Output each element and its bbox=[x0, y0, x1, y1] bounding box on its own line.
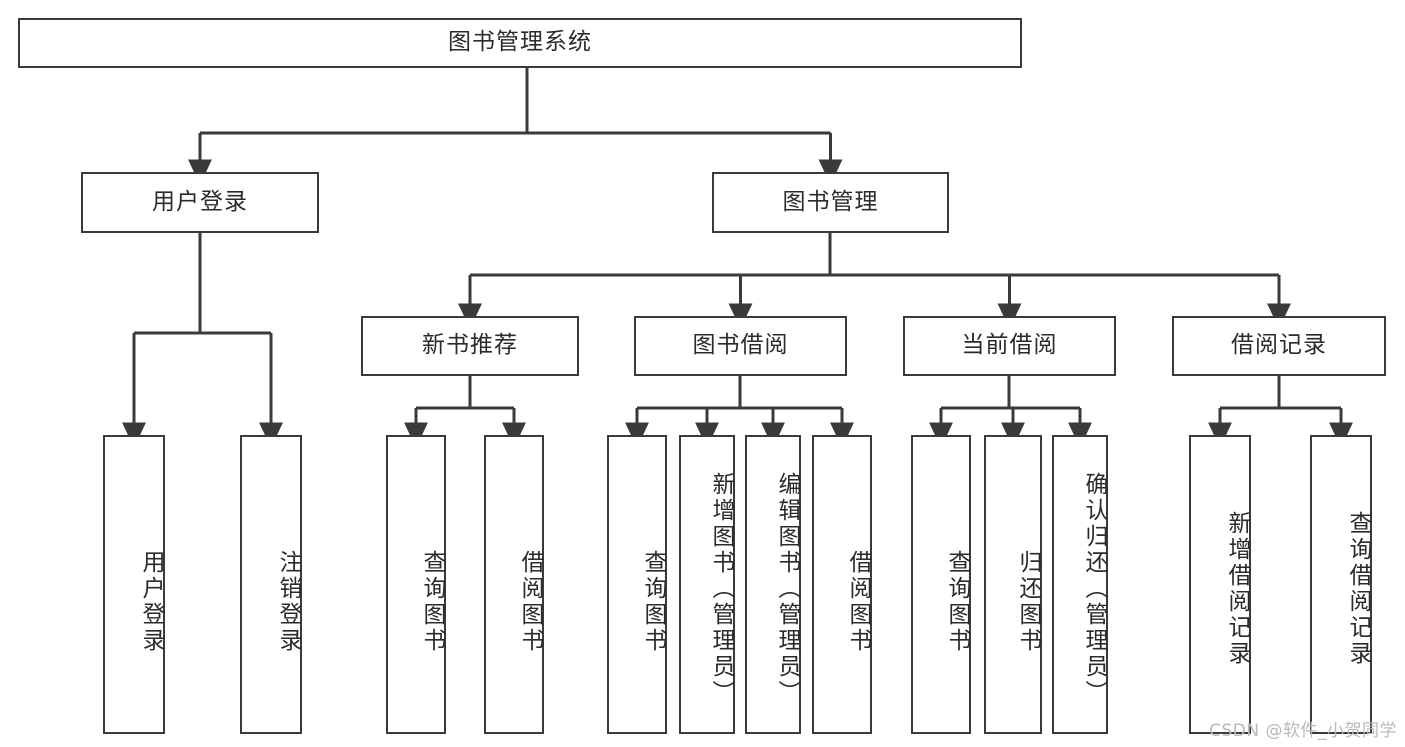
node-label: 借阅图书 bbox=[517, 549, 543, 654]
node-label: 图书管理系统 bbox=[448, 29, 592, 56]
node-label: 查询图书 bbox=[640, 549, 666, 654]
node-label: 查询图书 bbox=[419, 549, 445, 654]
node-label: 查询借阅记录 bbox=[1345, 510, 1371, 667]
node-label: 查询图书 bbox=[944, 549, 970, 654]
node-l12[interactable]: 新增借阅记录 bbox=[1189, 435, 1251, 734]
node-root[interactable]: 图书管理系统 bbox=[18, 18, 1022, 68]
node-label: 当前借阅 bbox=[961, 332, 1058, 359]
node-label: 新书推荐 bbox=[422, 332, 518, 359]
node-l8[interactable]: 借阅图书 bbox=[812, 435, 872, 734]
node-l3[interactable]: 查询图书 bbox=[386, 435, 446, 734]
node-record[interactable]: 借阅记录 bbox=[1172, 316, 1386, 376]
node-borrow[interactable]: 图书借阅 bbox=[634, 316, 847, 376]
node-label: 确认归还（管理员） bbox=[1081, 471, 1107, 706]
node-l6[interactable]: 新增图书（管理员） bbox=[679, 435, 735, 734]
node-l10[interactable]: 归还图书 bbox=[984, 435, 1042, 734]
node-l9[interactable]: 查询图书 bbox=[911, 435, 971, 734]
node-newbook[interactable]: 新书推荐 bbox=[361, 316, 579, 376]
node-label: 图书管理 bbox=[782, 188, 879, 215]
node-label: 图书借阅 bbox=[692, 332, 789, 359]
node-label: 用户登录 bbox=[152, 188, 248, 215]
node-l13[interactable]: 查询借阅记录 bbox=[1310, 435, 1372, 734]
node-l2[interactable]: 注销登录 bbox=[240, 435, 302, 734]
node-l4[interactable]: 借阅图书 bbox=[484, 435, 544, 734]
node-l11[interactable]: 确认归还（管理员） bbox=[1052, 435, 1108, 734]
node-l5[interactable]: 查询图书 bbox=[607, 435, 667, 734]
node-label: 归还图书 bbox=[1015, 549, 1041, 654]
node-current[interactable]: 当前借阅 bbox=[903, 316, 1116, 376]
node-label: 借阅记录 bbox=[1231, 332, 1327, 359]
watermark: CSDN @软件_小贺同学 bbox=[1209, 721, 1397, 741]
node-label: 注销登录 bbox=[275, 549, 301, 654]
node-label: 借阅图书 bbox=[845, 549, 871, 654]
node-l7[interactable]: 编辑图书（管理员） bbox=[745, 435, 801, 734]
node-label: 用户登录 bbox=[138, 549, 164, 654]
node-l1[interactable]: 用户登录 bbox=[103, 435, 165, 734]
node-login[interactable]: 用户登录 bbox=[81, 172, 319, 233]
node-label: 新增借阅记录 bbox=[1224, 510, 1250, 667]
node-label: 编辑图书（管理员） bbox=[774, 471, 800, 706]
node-bookmgmt[interactable]: 图书管理 bbox=[712, 172, 949, 233]
node-label: 新增图书（管理员） bbox=[708, 471, 734, 706]
